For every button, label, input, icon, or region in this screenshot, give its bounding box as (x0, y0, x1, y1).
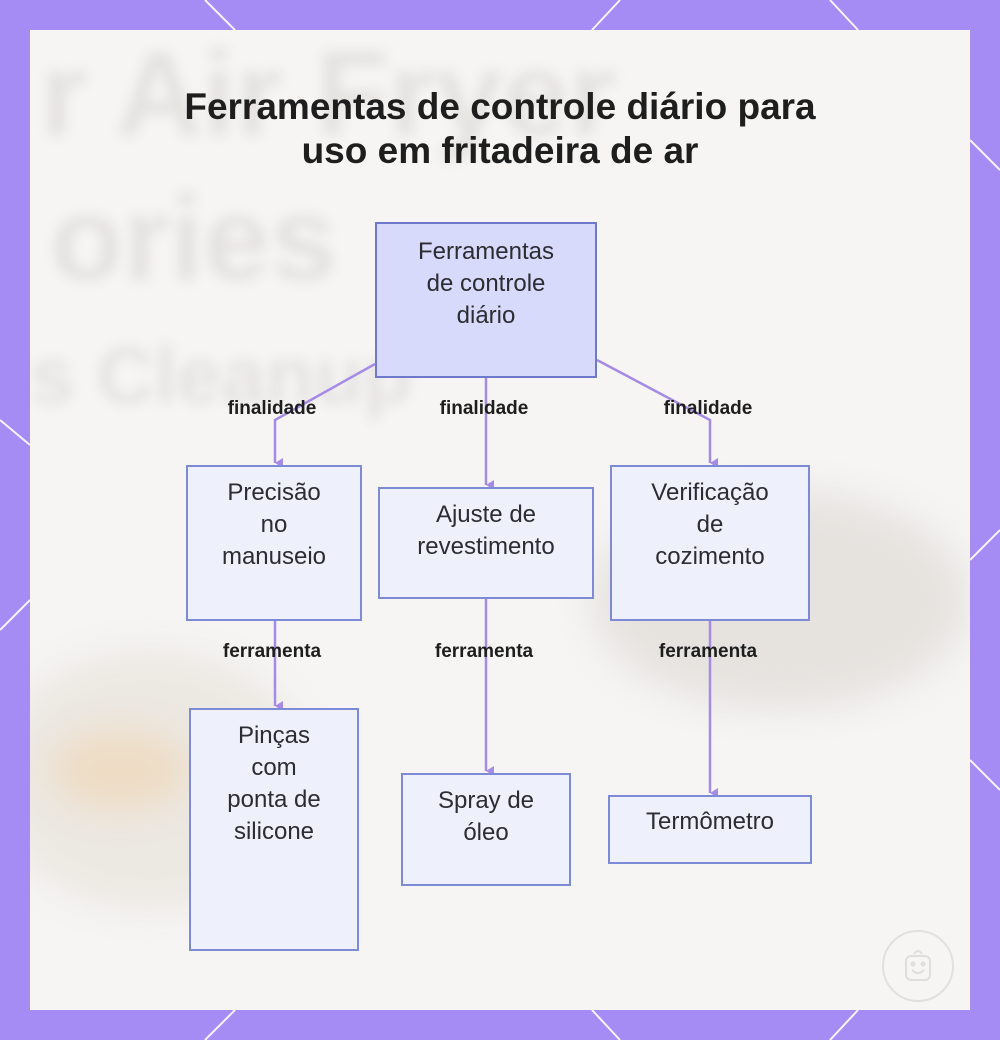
edge-label-purpose-left: finalidade (227, 398, 317, 419)
background-word-2: ories (50, 172, 337, 306)
node-termometro: Termômetro (608, 795, 812, 864)
edge-root-precisao (273, 362, 376, 468)
node-verificacao-line-3: cozimento (655, 543, 765, 570)
node-verificacao: Verificação de cozimento (610, 465, 810, 621)
node-pincas-line-3: ponta de (227, 786, 321, 813)
node-spray-line-2: óleo (463, 819, 509, 846)
edge-label-purpose-center: finalidade (439, 398, 529, 419)
background-word-3: s Cleanup (30, 331, 413, 420)
node-root: Ferramentas de controle diário (375, 222, 597, 378)
node-termometro-line-1: Termômetro (645, 808, 775, 835)
edge-label-tool-left: ferramenta (222, 641, 322, 662)
node-verificacao-line-1: Verificação (651, 479, 769, 506)
node-pincas: Pinças com ponta de silicone (189, 708, 359, 951)
node-precisao: Precisão no manuseio (186, 465, 362, 621)
node-root-line-2: de controle (426, 270, 546, 297)
node-pincas-line-4: silicone (233, 818, 315, 845)
node-precisao-line-2: no (260, 511, 288, 538)
node-root-line-3: diário (456, 302, 516, 329)
title-line-2: uso em fritadeira de ar (301, 130, 699, 171)
node-pincas-line-2: com (251, 754, 297, 781)
node-ajuste-line-2: revestimento (417, 533, 555, 560)
background-blur-food (50, 730, 190, 810)
node-root-line-1: Ferramentas (417, 238, 555, 265)
node-ajuste-line-1: Ajuste de (435, 501, 537, 528)
background-word-1: r Air Fryer (40, 30, 616, 161)
title-line-1: Ferramentas de controle diário para (184, 86, 816, 127)
edge-label-tool-right: ferramenta (658, 641, 758, 662)
node-precisao-line-3: manuseio (221, 543, 327, 570)
node-verificacao-line-2: de (696, 511, 724, 538)
node-precisao-line-1: Precisão (227, 479, 321, 506)
node-spray-line-1: Spray de (437, 787, 535, 814)
node-spray: Spray de óleo (401, 773, 571, 886)
edge-root-verificacao (596, 358, 718, 468)
edge-label-tool-center: ferramenta (434, 641, 534, 662)
edge-label-purpose-right: finalidade (663, 398, 753, 419)
smiley-cup-icon (882, 930, 954, 1002)
node-ajuste: Ajuste de revestimento (378, 487, 594, 599)
page-title: Ferramentas de controle diário para uso … (0, 85, 1000, 173)
node-pincas-line-1: Pinças (237, 722, 311, 749)
